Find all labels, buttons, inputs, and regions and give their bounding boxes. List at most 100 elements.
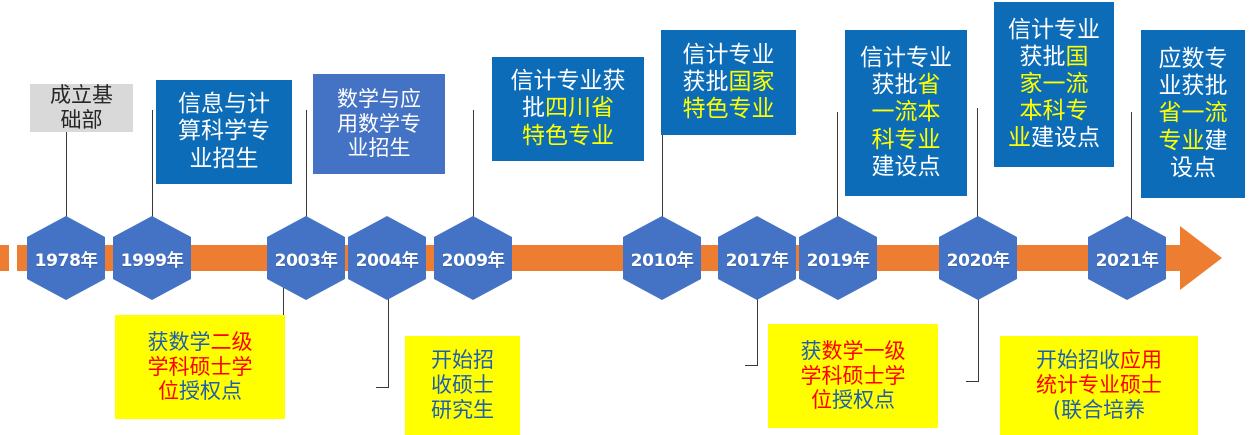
callout-line: 业招生 bbox=[313, 136, 445, 161]
callout-start-master-enrollment[interactable]: 开始招收硕士研究生 bbox=[405, 336, 520, 435]
callout-text-segment: 获 bbox=[800, 338, 822, 363]
milestone-hex-2021[interactable]: 2021年 bbox=[1088, 216, 1166, 300]
callout-line: 开始招 bbox=[405, 348, 520, 373]
connector-stem bbox=[662, 110, 663, 240]
callout-text-segment: 业 bbox=[1008, 125, 1031, 152]
callout-text-segment: 成立基 bbox=[50, 84, 113, 108]
callout-provincial-first-class-undergrad[interactable]: 信计专业获批省一流本科专业建设点 bbox=[845, 30, 967, 196]
milestone-year-label: 1999年 bbox=[120, 250, 184, 271]
callout-text-segment: 获批 bbox=[871, 72, 918, 99]
callout-line: 特色专业 bbox=[661, 96, 796, 123]
callout-text-segment: 本科专 bbox=[1019, 98, 1089, 125]
callout-line: 成立基 bbox=[30, 84, 133, 108]
callout-line: 省一流 bbox=[1141, 100, 1245, 127]
callout-info-computing-enrollment[interactable]: 信息与计算科学专业招生 bbox=[156, 80, 292, 184]
connector-stem bbox=[1131, 112, 1132, 240]
callout-text-segment: 家一流 bbox=[1019, 70, 1089, 97]
callout-line: 业招生 bbox=[156, 146, 292, 173]
callout-text-segment: 科专业 bbox=[871, 126, 941, 153]
milestone-year-label: 2017年 bbox=[725, 250, 789, 271]
callout-text-segment: 授权点 bbox=[832, 388, 895, 413]
callout-line: 信计专业 bbox=[845, 45, 967, 72]
milestone-hex-1978[interactable]: 1978年 bbox=[27, 216, 105, 300]
callout-text-segment: 学科硕士学 bbox=[800, 363, 906, 388]
milestone-year-label: 2019年 bbox=[806, 250, 870, 271]
callout-text-segment: 数学与应 bbox=[337, 86, 421, 111]
callout-line: 位授权点 bbox=[115, 379, 285, 404]
connector-stem bbox=[837, 112, 838, 240]
callout-applied-math-provincial-first-class[interactable]: 应数专业获批省一流专业建设点 bbox=[1141, 30, 1245, 198]
milestone-hex-2019[interactable]: 2019年 bbox=[799, 216, 877, 300]
callout-text-segment: 础部 bbox=[60, 108, 103, 132]
callout-line: 专业建 bbox=[1141, 128, 1245, 155]
callout-text: 开始招收应用统计专业硕士(联合培养 bbox=[1000, 348, 1198, 422]
callout-text-segment: 省 bbox=[917, 72, 941, 99]
callout-line: 信计专业 bbox=[661, 42, 796, 69]
callout-national-first-class-undergrad[interactable]: 信计专业获批国家一流本科专业建设点 bbox=[994, 2, 1114, 167]
callout-text-segment: 应用 bbox=[1120, 348, 1162, 373]
milestone-hex-2020[interactable]: 2020年 bbox=[939, 216, 1017, 300]
callout-text-segment: 建 bbox=[1204, 127, 1228, 154]
callout-applied-math-enrollment[interactable]: 数学与应用数学专业招生 bbox=[313, 74, 445, 174]
connector-stem bbox=[152, 110, 153, 240]
callout-line: 信计专业 bbox=[994, 17, 1114, 44]
milestone-hex-2010[interactable]: 2010年 bbox=[623, 216, 701, 300]
milestone-year-label: 2010年 bbox=[630, 250, 694, 271]
milestone-hex-2003[interactable]: 2003年 bbox=[267, 216, 345, 300]
callout-line: 收硕士 bbox=[405, 373, 520, 398]
callout-text-segment: 位 bbox=[811, 388, 832, 413]
callout-line: 业获批 bbox=[1141, 73, 1245, 100]
callout-text-segment: 算科学专 bbox=[178, 118, 270, 145]
callout-text-segment: 业获批 bbox=[1158, 73, 1228, 100]
callout-line: 开始招收应用 bbox=[1000, 348, 1198, 373]
milestone-year-label: 2021年 bbox=[1095, 250, 1159, 271]
callout-line: 用数学专 bbox=[313, 112, 445, 137]
connector-stem bbox=[66, 132, 68, 240]
callout-founding[interactable]: 成立基础部 bbox=[30, 84, 133, 132]
callout-text-segment: 特色专业 bbox=[522, 122, 614, 149]
callout-line: 获数学二级 bbox=[115, 330, 285, 355]
callout-master-first-level[interactable]: 获数学一级学科硕士学位授权点 bbox=[768, 324, 938, 428]
callout-text-segment: 数学一级 bbox=[821, 338, 906, 363]
callout-text-segment: 开始招收 bbox=[1036, 348, 1120, 373]
milestone-hex-2017[interactable]: 2017年 bbox=[718, 216, 796, 300]
callout-text: 数学与应用数学专业招生 bbox=[313, 87, 445, 161]
callout-line: 获批省 bbox=[845, 72, 967, 99]
milestone-hex-2009[interactable]: 2009年 bbox=[434, 216, 512, 300]
callout-line: 应数专 bbox=[1141, 46, 1245, 73]
connector-stem bbox=[306, 110, 307, 240]
callout-text-segment: 收硕士 bbox=[431, 373, 494, 398]
milestone-hex-2004[interactable]: 2004年 bbox=[348, 216, 426, 300]
milestone-year-label: 1978年 bbox=[34, 250, 98, 271]
callout-line: 建设点 bbox=[845, 154, 967, 181]
axis-dash-segment bbox=[17, 245, 29, 271]
timeline-arrow-icon bbox=[1180, 226, 1222, 290]
callout-applied-statistics-master[interactable]: 开始招收应用统计专业硕士(联合培养 bbox=[1000, 336, 1198, 435]
callout-line: 科专业 bbox=[845, 127, 967, 154]
callout-text-segment: 应数专 bbox=[1158, 46, 1228, 73]
callout-line: 础部 bbox=[30, 108, 133, 132]
callout-national-specialty[interactable]: 信计专业获批国家特色专业 bbox=[661, 30, 796, 135]
callout-line: 获数学一级 bbox=[768, 339, 938, 364]
callout-text: 信计专业获批国家特色专业 bbox=[661, 42, 796, 123]
callout-text-segment: 设点 bbox=[1170, 154, 1216, 181]
callout-line: 信息与计 bbox=[156, 91, 292, 118]
callout-master-second-level[interactable]: 获数学二级学科硕士学位授权点 bbox=[115, 315, 285, 419]
callout-text-segment: 位 bbox=[158, 379, 179, 404]
callout-text-segment: 省一流 bbox=[1158, 100, 1228, 127]
callout-sichuan-specialty[interactable]: 信计专业获批四川省特色专业 bbox=[492, 57, 644, 161]
callout-text-segment: 用数学专 bbox=[337, 111, 421, 136]
callout-text-segment: (联合培养 bbox=[1052, 397, 1146, 422]
callout-text: 成立基础部 bbox=[30, 84, 133, 132]
callout-text-segment: 信计专业 bbox=[860, 45, 952, 72]
callout-text-segment: 信计专业获 bbox=[510, 68, 626, 95]
milestone-hex-1999[interactable]: 1999年 bbox=[113, 216, 191, 300]
callout-line: 本科专 bbox=[994, 98, 1114, 125]
milestone-year-label: 2020年 bbox=[946, 250, 1010, 271]
callout-text-segment: 特色专业 bbox=[682, 96, 775, 123]
callout-line: 获批国 bbox=[994, 44, 1114, 71]
callout-line: 特色专业 bbox=[492, 123, 644, 150]
callout-line: 算科学专 bbox=[156, 118, 292, 145]
callout-text-segment: 统计专业硕士 bbox=[1036, 373, 1162, 398]
